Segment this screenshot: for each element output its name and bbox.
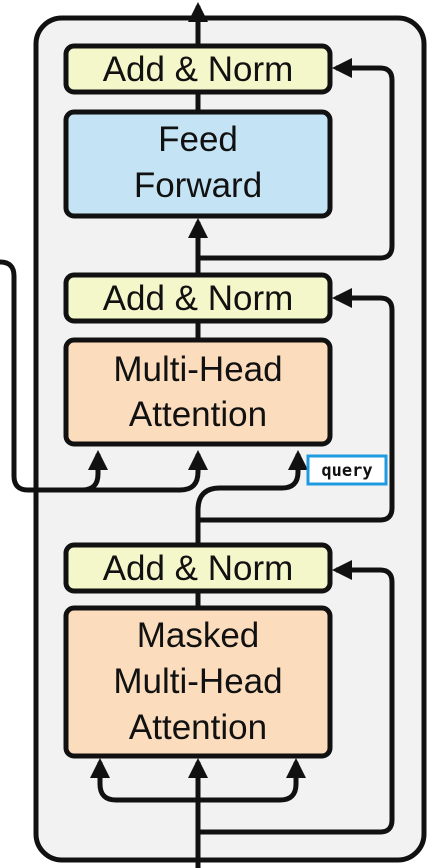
feed-forward-block: Feed Forward [63,109,333,219]
add-norm-top-block: Add & Norm [63,43,333,95]
connection-lines [0,2,395,868]
masked-attention-block: Masked Multi-Head Attention [63,605,333,759]
add-norm-mid-label: Add & Norm [103,279,294,318]
multi-head-attention-line1: Multi-Head [113,350,282,389]
multi-head-attention-block: Multi-Head Attention [63,337,333,447]
add-norm-bottom-block: Add & Norm [63,542,333,594]
masked-attention-line2: Multi-Head [113,662,282,701]
masked-attention-line1: Masked [137,616,260,655]
masked-attention-line3: Attention [129,708,267,747]
multi-head-attention-line2: Attention [129,395,267,434]
feed-forward-label-line2: Forward [134,166,262,205]
query-label: query [321,461,372,481]
add-norm-top-label: Add & Norm [103,50,294,89]
feed-forward-label-line1: Feed [158,120,238,159]
add-norm-mid-block: Add & Norm [63,272,333,324]
query-annotation: query [306,454,388,486]
add-norm-bottom-label: Add & Norm [103,549,294,588]
